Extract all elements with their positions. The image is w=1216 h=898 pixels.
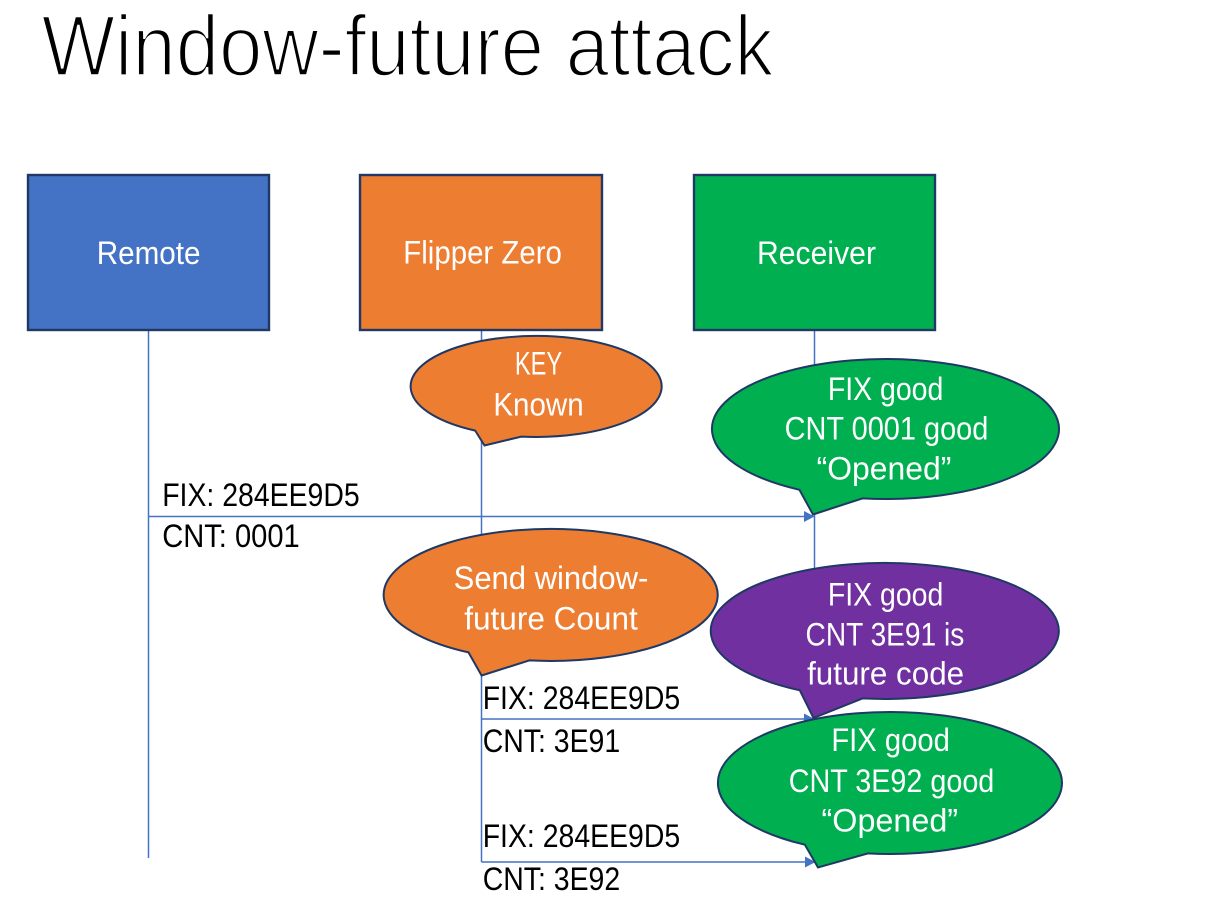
svg-text:Send window-: Send window- <box>454 560 649 596</box>
svg-text:CNT: 3E92: CNT: 3E92 <box>483 861 621 897</box>
svg-text:“Opened”: “Opened” <box>822 803 959 839</box>
svg-text:CNT: 3E91: CNT: 3E91 <box>483 723 621 759</box>
svg-text:FIX: 284EE9D5: FIX: 284EE9D5 <box>162 477 360 513</box>
svg-text:Window-future attack: Window-future attack <box>42 0 775 95</box>
svg-text:CNT 0001 good: CNT 0001 good <box>785 411 989 447</box>
svg-text:“Opened”: “Opened” <box>817 451 952 487</box>
svg-text:Flipper Zero: Flipper Zero <box>403 235 562 271</box>
svg-text:future Count: future Count <box>464 601 638 637</box>
svg-text:KEY: KEY <box>515 346 562 382</box>
svg-text:FIX: 284EE9D5: FIX: 284EE9D5 <box>483 680 681 716</box>
svg-text:CNT: 0001: CNT: 0001 <box>162 518 300 554</box>
svg-text:FIX: 284EE9D5: FIX: 284EE9D5 <box>483 818 681 854</box>
svg-text:CNT 3E91 is: CNT 3E91 is <box>806 617 965 653</box>
svg-text:Remote: Remote <box>97 235 201 271</box>
svg-text:FIX good: FIX good <box>831 722 950 758</box>
svg-text:FIX good: FIX good <box>828 577 944 613</box>
svg-text:FIX good: FIX good <box>828 371 944 407</box>
svg-text:Receiver: Receiver <box>757 235 876 271</box>
svg-text:CNT 3E92 good: CNT 3E92 good <box>789 763 995 799</box>
svg-text:future code: future code <box>807 656 964 692</box>
svg-text:Known: Known <box>493 387 583 423</box>
